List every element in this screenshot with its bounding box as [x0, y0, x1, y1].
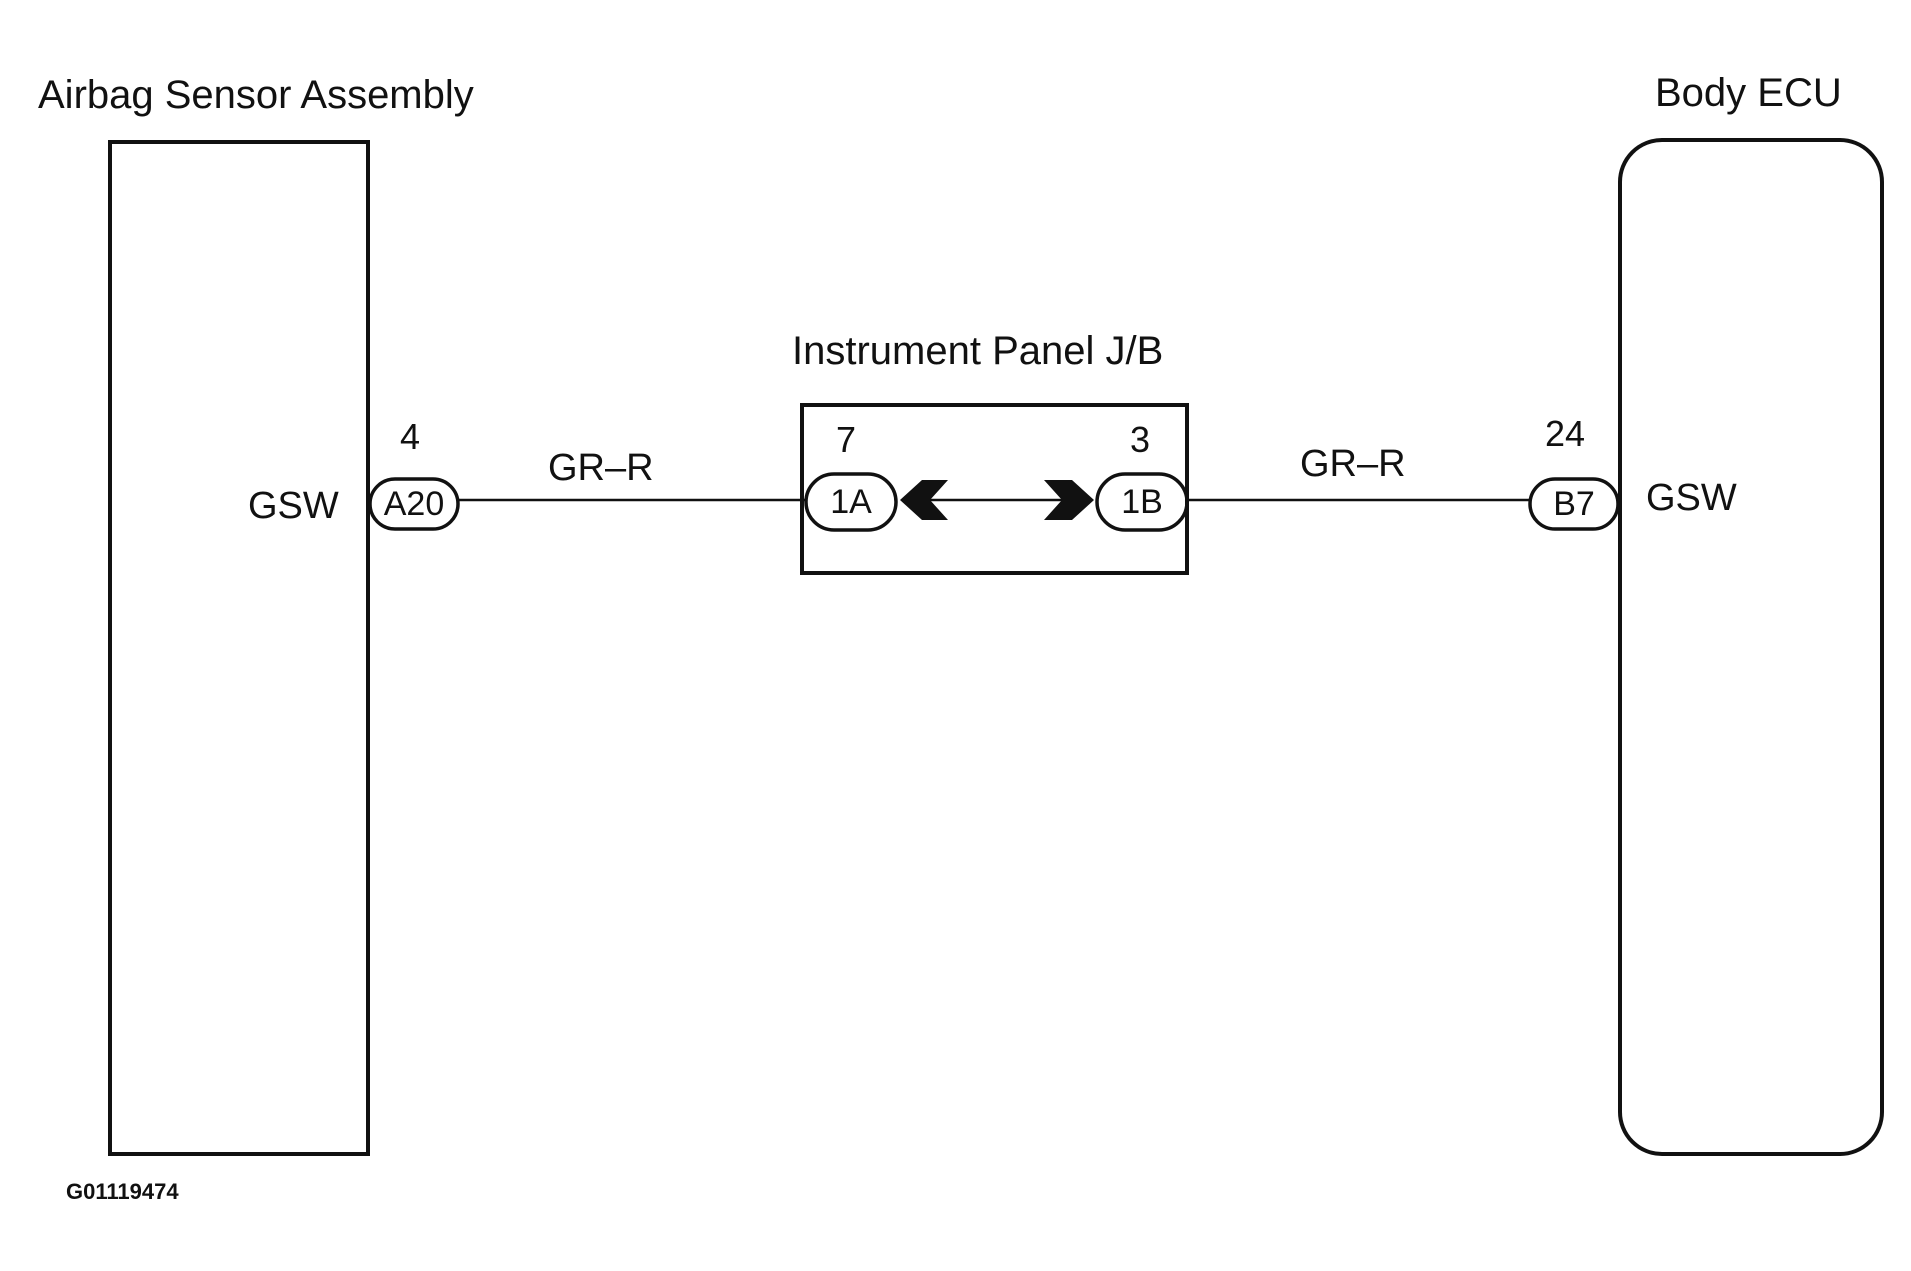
junction-right-connector-label: 1B: [1121, 483, 1163, 521]
junction-block-title: Instrument Panel J/B: [792, 329, 1163, 373]
junction-left-chevron-icon: [900, 480, 948, 520]
airbag-sensor-connector-label: A20: [384, 485, 445, 523]
body-ecu-terminal-label: GSW: [1646, 477, 1737, 519]
junction-left-connector-label: 1A: [830, 483, 872, 521]
body-ecu-connector-label: B7: [1553, 485, 1595, 523]
airbag-sensor-pin-number: 4: [400, 416, 420, 457]
junction-right-chevron-icon: [1044, 480, 1094, 520]
body-ecu-title: Body ECU: [1655, 71, 1842, 115]
junction-block-box: [800, 403, 1189, 575]
airbag-sensor-terminal-label: GSW: [248, 485, 339, 527]
figure-id: G01119474: [66, 1179, 179, 1204]
airbag-sensor-connector-oval: [368, 477, 460, 531]
junction-left-connector-oval: [804, 472, 898, 532]
wire-right-color-label: GR–R: [1300, 443, 1406, 485]
body-ecu-connector-oval: [1528, 477, 1620, 531]
body-ecu-box: [1618, 138, 1884, 1156]
junction-right-pin-number: 3: [1130, 419, 1150, 460]
junction-left-pin-number: 7: [836, 419, 856, 460]
wire-left-color-label: GR–R: [548, 447, 654, 489]
junction-right-connector-oval: [1095, 472, 1189, 532]
airbag-sensor-title: Airbag Sensor Assembly: [38, 73, 474, 117]
body-ecu-pin-number: 24: [1545, 413, 1585, 454]
airbag-sensor-box: [108, 140, 370, 1156]
